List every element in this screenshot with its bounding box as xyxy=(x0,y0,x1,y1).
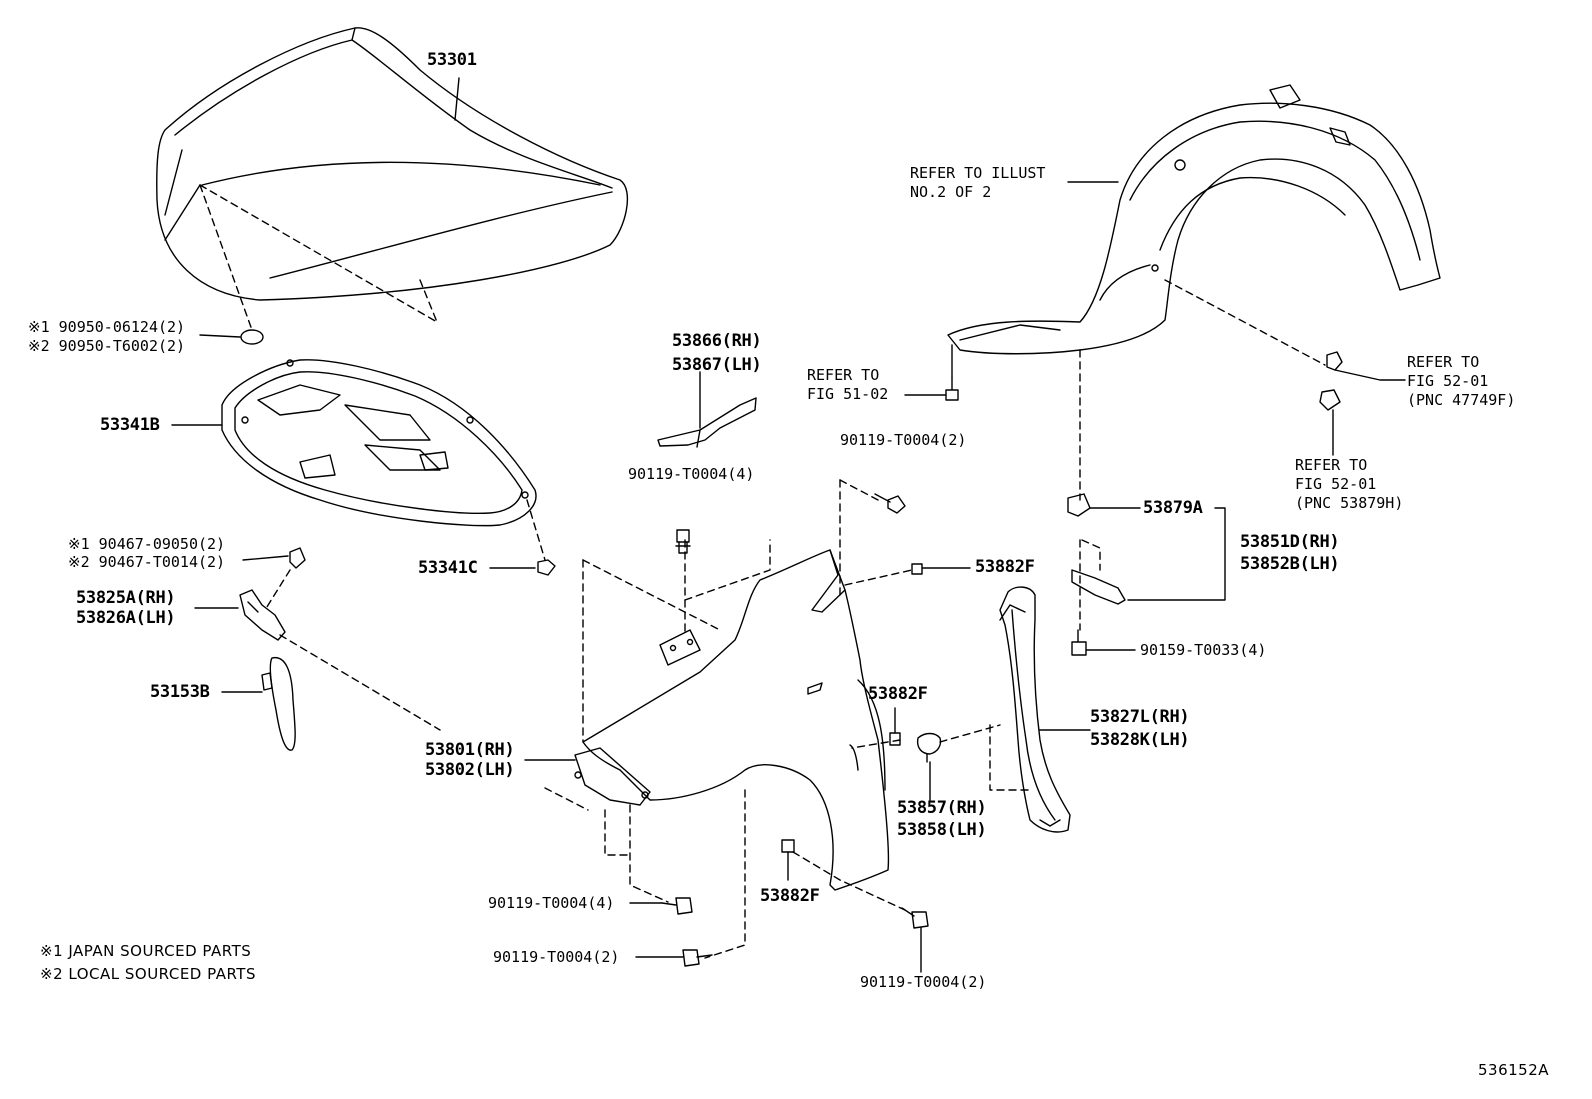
front-fender xyxy=(574,549,890,891)
label-protector-rh: 53827L(RH) xyxy=(1090,707,1190,727)
liner-bracket-leader xyxy=(1127,507,1226,601)
fender-liner xyxy=(947,84,1441,355)
label-pad-middle: 53882F xyxy=(868,684,928,704)
label-cowl-rh: 53866(RH) xyxy=(672,331,762,351)
label-insulator-clip: 53341C xyxy=(418,558,478,578)
clip-part xyxy=(289,547,306,569)
label-refer-fig-52-b: REFER TO FIG 52-01 (PNC 53879H) xyxy=(1295,456,1404,512)
label-hood: 53301 xyxy=(427,50,477,70)
cushion-leader xyxy=(199,334,241,338)
pad-upper xyxy=(911,563,923,575)
label-fender-lh: 53802(LH) xyxy=(425,760,515,780)
label-clip-1: ※1 90467-09050(2) xyxy=(68,535,226,553)
pad-lower xyxy=(781,839,795,853)
label-retainer-lh: 53858(LH) xyxy=(897,820,987,840)
fender-bracket xyxy=(239,589,286,641)
cowl-bracket xyxy=(657,397,757,448)
bolt-lower-left xyxy=(661,897,693,915)
label-clip-2: ※2 90467-T0014(2) xyxy=(68,553,226,571)
note-local-sourced: ※2 LOCAL SOURCED PARTS xyxy=(40,965,256,983)
hood-leader xyxy=(454,77,460,121)
fender-dash-lines xyxy=(544,479,913,959)
label-retainer-rh: 53857(RH) xyxy=(897,798,987,818)
liner-screw-51 xyxy=(945,344,959,401)
protector-dash xyxy=(989,724,1031,791)
label-bolt-a: 90119-T0004(4) xyxy=(628,465,755,483)
hood-insulator xyxy=(221,359,537,527)
label-liner-clip: 53879A xyxy=(1143,498,1203,518)
label-refer-fig-51: REFER TO FIG 51-02 xyxy=(807,366,889,403)
label-bracket-rh: 53825A(RH) xyxy=(76,588,176,608)
bolt-top xyxy=(675,529,691,554)
grommet-upper xyxy=(1326,351,1343,371)
liner-screw xyxy=(1071,629,1087,656)
refer-52a-leader xyxy=(1334,369,1406,381)
clip-leader xyxy=(242,555,289,561)
label-bolt-d: 90119-T0004(2) xyxy=(493,948,620,966)
label-refer-fig-52-a: REFER TO FIG 52-01 (PNC 47749F) xyxy=(1407,353,1516,409)
figure-id: 536152A xyxy=(1478,1061,1550,1079)
label-pad-lower: 53882F xyxy=(760,886,820,906)
bolt-right-top xyxy=(874,493,906,514)
label-refer-illust: REFER TO ILLUST NO.2 OF 2 xyxy=(910,164,1046,201)
label-bolt-e: 90119-T0004(2) xyxy=(860,973,987,991)
liner-dash-lines xyxy=(1079,279,1326,631)
label-liner-rh: 53851D(RH) xyxy=(1240,532,1340,552)
fender-seal xyxy=(261,657,296,751)
bracket-dash xyxy=(279,634,441,731)
label-protector-lh: 53828K(LH) xyxy=(1090,730,1190,750)
insulator-clip-part xyxy=(537,559,556,576)
clip-dash xyxy=(264,569,291,611)
fender-protector xyxy=(999,586,1071,833)
bolt-lower-mid xyxy=(682,949,713,967)
label-screw: 90159-T0033(4) xyxy=(1140,641,1267,659)
label-cowl-lh: 53867(LH) xyxy=(672,355,762,375)
label-bolt-b: 90119-T0004(2) xyxy=(840,431,967,449)
note-japan-sourced: ※1 JAPAN SOURCED PARTS xyxy=(40,942,252,960)
liner-bracket-part xyxy=(1071,569,1126,605)
label-liner-lh: 53852B(LH) xyxy=(1240,554,1340,574)
retainer-part xyxy=(916,732,942,763)
liner-clip-part xyxy=(1067,493,1091,517)
label-bolt-c: 90119-T0004(4) xyxy=(488,894,615,912)
label-hood-cushion-2: ※2 90950-T6002(2) xyxy=(28,337,186,355)
label-fender-rh: 53801(RH) xyxy=(425,740,515,760)
label-bracket-lh: 53826A(LH) xyxy=(76,608,176,628)
label-insulator: 53341B xyxy=(100,415,160,435)
hood-cushion-part xyxy=(240,329,264,345)
hood-leader-lines xyxy=(199,184,438,331)
label-seal: 53153B xyxy=(150,682,210,702)
label-hood-cushion-1: ※1 90950-06124(2) xyxy=(28,318,186,336)
retainer-dash xyxy=(939,724,1001,743)
pad-middle xyxy=(889,732,901,746)
grommet-lower xyxy=(1319,389,1341,411)
label-pad-upper: 53882F xyxy=(975,557,1035,577)
bolt-lower-right xyxy=(901,907,929,929)
insulator-clip-dash xyxy=(526,499,546,561)
hood-panel xyxy=(156,27,629,301)
